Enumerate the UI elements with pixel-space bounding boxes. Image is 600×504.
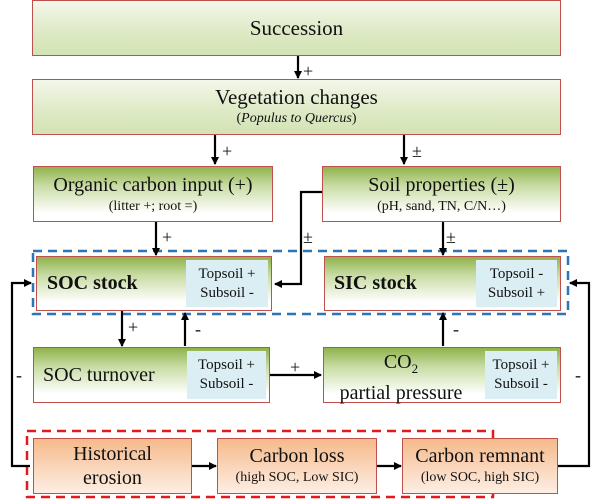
node-carbon-loss: Carbon loss (high SOC, Low SIC) [217, 438, 377, 494]
co2-formula: CO2 [326, 350, 476, 381]
edge-label-turnover-soc: - [195, 319, 201, 339]
node-vegetation-changes: Vegetation changes (Populus to Quercus) [32, 79, 561, 135]
sic-stock-title: SIC stock [334, 272, 417, 294]
node-organic-carbon-input: Organic carbon input (+) (litter +; root… [33, 166, 273, 222]
edge-label-vegetation-organic: + [222, 141, 233, 161]
arrow-soil-soc [274, 190, 322, 288]
node-co2-partial-pressure: CO2 partial pressure Topsoil + Subsoil - [323, 347, 561, 405]
carbon-loss-title: Carbon loss [249, 445, 345, 467]
carbon-remnant-title: Carbon remnant [415, 445, 545, 467]
edge-label-erosion-soc: - [16, 365, 22, 385]
node-succession: Succession [32, 0, 561, 56]
edge-label-co2-sic: - [453, 319, 459, 339]
carbon-remnant-subtitle: (low SOC, high SIC) [420, 470, 540, 485]
soc-stock-layers: Topsoil + Subsoil - [186, 260, 268, 307]
carbon-loss-subtitle: (high SOC, Low SIC) [235, 470, 359, 485]
sic-stock-subsoil: Subsoil + [487, 284, 546, 301]
soc-stock-subsoil: Subsoil - [200, 284, 254, 301]
soc-stock-title: SOC stock [47, 272, 138, 294]
co2-title-line2: partial pressure [339, 382, 463, 404]
historical-erosion-line1: Historical [73, 443, 152, 465]
soil-properties-title: Soil properties (±) [368, 174, 515, 196]
soc-turnover-layers: Topsoil + Subsoil - [187, 351, 266, 399]
soil-properties-subtitle: (pH, sand, TN, C/N…) [377, 199, 506, 214]
node-soc-turnover: SOC turnover Topsoil + Subsoil - [33, 347, 270, 403]
node-soc-stock: SOC stock Topsoil + Subsoil - [36, 256, 272, 311]
vegetation-subtitle-species: Populus to Quercus [241, 111, 352, 126]
node-carbon-remnant: Carbon remnant (low SOC, high SIC) [402, 438, 558, 494]
edge-label-organic-soc: + [162, 227, 173, 247]
edge-label-succession-vegetation: + [303, 61, 314, 81]
historical-erosion-line2: erosion [83, 467, 142, 489]
co2-topsoil: Topsoil + [492, 357, 550, 373]
node-soil-properties: Soil properties (±) (pH, sand, TN, C/N…) [322, 166, 561, 222]
edge-label-turnover-co2: + [290, 357, 301, 377]
vegetation-subtitle: (Populus to Quercus) [33, 109, 560, 129]
vegetation-title: Vegetation changes [215, 85, 378, 109]
edge-label-soil-soc: ± [303, 227, 313, 247]
organic-input-subtitle: (litter +; root =) [108, 199, 198, 214]
arrow-erosion-soc [10, 279, 32, 468]
vegetation-subtitle-open: ( [236, 111, 242, 126]
co2-title: CO2 partial pressure [326, 350, 476, 405]
soc-stock-topsoil: Topsoil + [198, 265, 256, 282]
co2-formula-main: CO [383, 351, 412, 373]
co2-formula-subscript: 2 [411, 361, 419, 376]
organic-input-title: Organic carbon input (+) [53, 174, 253, 196]
node-sic-stock: SIC stock Topsoil - Subsoil + [324, 256, 561, 311]
soc-turnover-subsoil: Subsoil - [199, 376, 254, 392]
edge-label-remnant-sic: - [575, 365, 581, 385]
succession-title: Succession [249, 15, 344, 40]
edge-label-soil-sic: ± [446, 227, 456, 247]
edge-label-soc-turnover: + [128, 317, 139, 337]
co2-subsoil: Subsoil - [494, 376, 548, 392]
node-historical-erosion: Historical erosion [33, 438, 192, 494]
soc-turnover-topsoil: Topsoil + [198, 357, 255, 373]
soc-turnover-title: SOC turnover [43, 363, 155, 386]
vegetation-subtitle-close: ) [351, 111, 357, 126]
sic-stock-layers: Topsoil - Subsoil + [476, 260, 557, 307]
co2-layers: Topsoil + Subsoil - [485, 351, 557, 399]
edge-label-vegetation-soil: ± [412, 141, 422, 161]
sic-stock-topsoil: Topsoil - [489, 265, 544, 282]
